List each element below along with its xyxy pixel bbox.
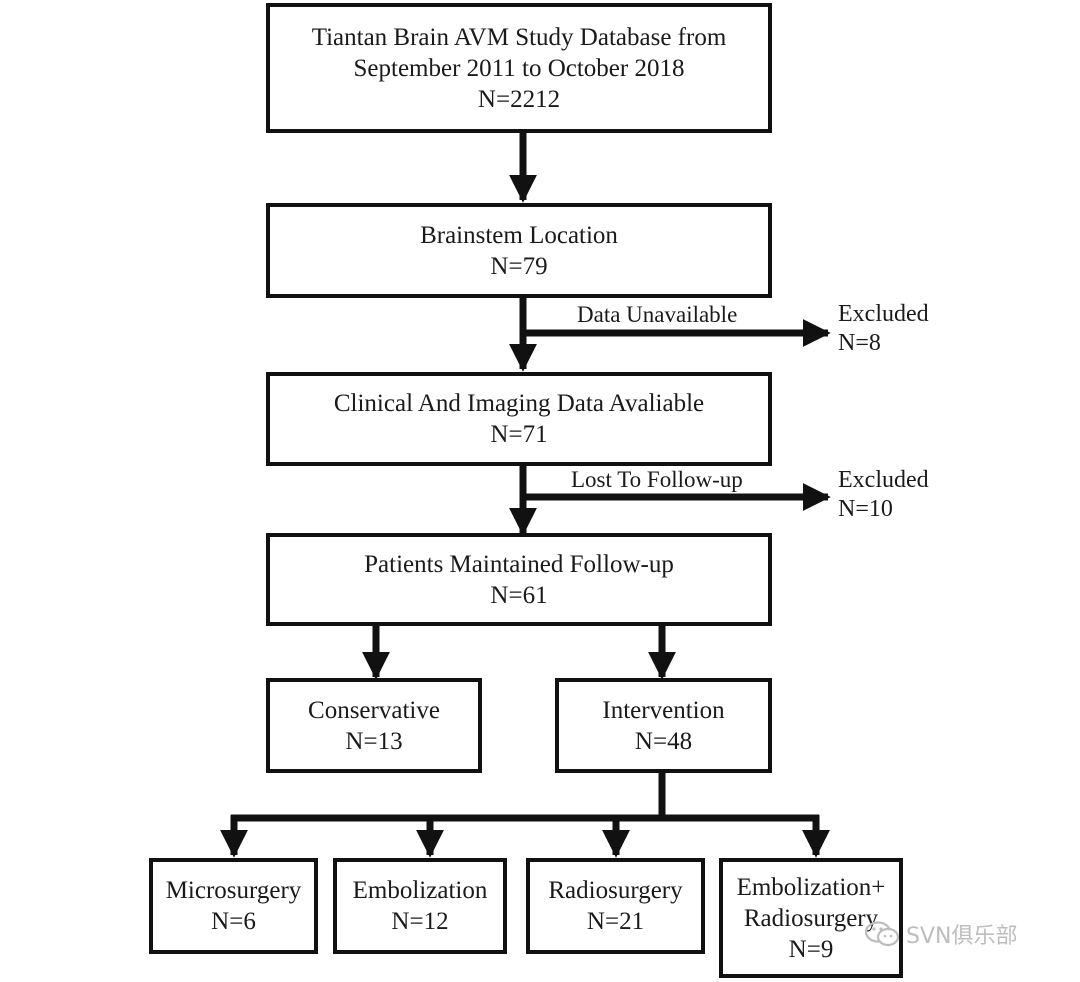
intervention-count: N=48 — [634, 727, 693, 755]
brainstem-title: Brainstem Location — [420, 221, 618, 249]
exclusion-count-1: N=8 — [838, 330, 881, 356]
combo-title-line1: Embolization+ — [736, 873, 886, 901]
microsurgery-title: Microsurgery — [165, 877, 302, 904]
box-brainstem: Brainstem Location N=79 — [266, 203, 772, 298]
followup-count: N=61 — [490, 581, 548, 609]
followup-title: Patients Maintained Follow-up — [364, 550, 674, 578]
conservative-title: Conservative — [308, 696, 440, 724]
box-intervention: Intervention N=48 — [555, 678, 772, 773]
box-followup: Patients Maintained Follow-up N=61 — [266, 533, 772, 626]
embolization-count: N=12 — [391, 908, 449, 935]
database-count: N=2212 — [477, 85, 561, 113]
conservative-count: N=13 — [345, 727, 403, 755]
exclusion-count-2: N=10 — [838, 496, 893, 522]
box-database: Tiantan Brain AVM Study Database from Se… — [266, 3, 772, 133]
brainstem-count: N=79 — [490, 252, 548, 280]
box-combo: Embolization+ Radiosurgery N=9 — [719, 858, 903, 978]
database-title: Tiantan Brain AVM Study Database from — [311, 23, 727, 51]
box-radiosurgery: Radiosurgery N=21 — [526, 858, 705, 954]
exclusion-reason-2: Lost To Follow-up — [571, 467, 743, 492]
watermark-text: SVN俱乐部 — [906, 924, 1018, 949]
watermark: SVN俱乐部 — [864, 918, 1017, 950]
radiosurgery-count: N=21 — [586, 908, 645, 935]
exclusion-note-1: Excluded N=8 — [838, 300, 929, 358]
box-embolization: Embolization N=12 — [333, 858, 507, 954]
exclusion-note-2: Excluded N=10 — [838, 466, 929, 524]
exclusion-label-1: Excluded — [838, 301, 929, 327]
box-clinical: Clinical And Imaging Data Avaliable N=71 — [266, 372, 772, 466]
box-conservative: Conservative N=13 — [266, 678, 482, 773]
radiosurgery-title: Radiosurgery — [548, 877, 683, 904]
box-microsurgery: Microsurgery N=6 — [149, 858, 318, 954]
database-date-range: September 2011 to October 2018 — [353, 54, 685, 82]
wechat-icon — [864, 921, 900, 947]
exclusion-reason-1: Data Unavailable — [577, 302, 738, 327]
intervention-title: Intervention — [602, 696, 725, 724]
combo-title-line2: Radiosurgery — [743, 904, 879, 932]
microsurgery-count: N=6 — [211, 908, 256, 935]
combo-count: N=9 — [788, 935, 834, 963]
clinical-count: N=71 — [490, 421, 548, 448]
exclusion-label-2: Excluded — [838, 467, 929, 493]
clinical-title: Clinical And Imaging Data Avaliable — [333, 390, 705, 417]
embolization-title: Embolization — [352, 877, 488, 904]
